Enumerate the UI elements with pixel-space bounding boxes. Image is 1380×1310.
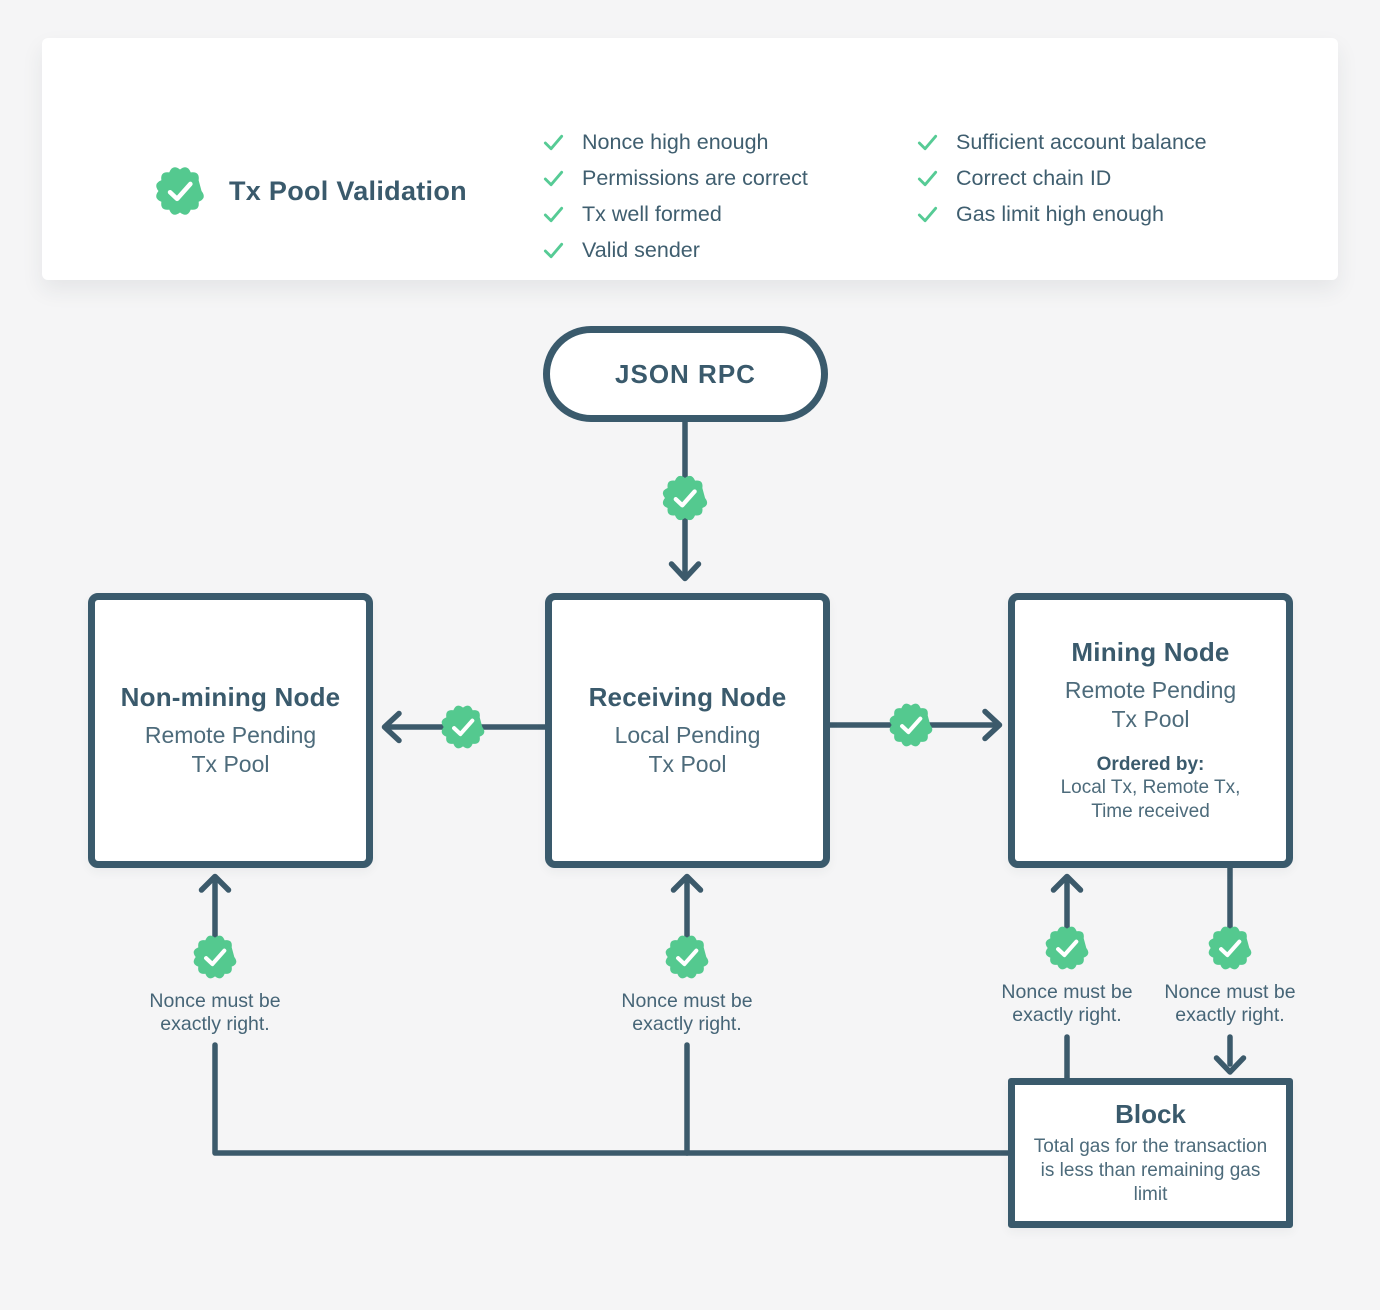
checklist-item: Tx well formed xyxy=(542,196,808,232)
mining-node-subtitle: Remote Pending Tx Pool xyxy=(1065,676,1236,734)
receiving-check-seal-icon xyxy=(661,931,713,983)
block-node-box: Block Total gas for the transaction is l… xyxy=(1008,1078,1293,1228)
checklist-item: Valid sender xyxy=(542,232,808,268)
receiving-node-title: Receiving Node xyxy=(588,682,787,712)
ordered-by-label: Ordered by: xyxy=(1096,754,1205,775)
ordered-by-line: Local Tx, Remote Tx, xyxy=(1060,777,1241,798)
checklist-item-label: Valid sender xyxy=(582,237,700,262)
checklist-item-label: Nonce high enough xyxy=(582,129,769,154)
note-line: Nonce must be xyxy=(149,990,281,1012)
receiving-node-box: Receiving Node Local Pending Tx Pool xyxy=(545,593,830,868)
checklist-item: Sufficient account balance xyxy=(916,124,1207,160)
card-header: Tx Pool Validation xyxy=(151,162,467,220)
note-line: Nonce must be xyxy=(1001,981,1133,1003)
checklist-item: Correct chain ID xyxy=(916,160,1207,196)
subtitle-line: Remote Pending xyxy=(144,722,317,748)
subtitle-line: Tx Pool xyxy=(648,751,727,777)
rpc-check-seal-icon xyxy=(658,471,712,525)
block-title: Block xyxy=(1115,1099,1186,1129)
subtitle-line: Local Pending xyxy=(614,722,761,748)
nonce-note-mining-left: Nonce must be exactly right. xyxy=(967,981,1167,1027)
checklist-item: Permissions are correct xyxy=(542,160,808,196)
mining-node-box: Mining Node Remote Pending Tx Pool Order… xyxy=(1008,593,1293,868)
note-line: Nonce must be xyxy=(621,990,753,1012)
left-arrow-check-seal-icon xyxy=(437,701,489,753)
block-body: Total gas for the transaction is less th… xyxy=(1033,1136,1268,1205)
checklist-column-2: Sufficient account balance Correct chain… xyxy=(916,124,1207,232)
note-line: exactly right. xyxy=(1175,1004,1285,1026)
nonce-note-non-mining: Nonce must be exactly right. xyxy=(115,990,315,1036)
non-mining-node-subtitle: Remote Pending Tx Pool xyxy=(145,721,316,779)
checklist-item-label: Gas limit high enough xyxy=(956,201,1164,226)
checklist-item-label: Correct chain ID xyxy=(956,165,1112,190)
non-mining-check-seal-icon xyxy=(189,931,241,983)
right-arrow-check-seal-icon xyxy=(885,699,937,751)
json-rpc-label: JSON RPC xyxy=(615,358,756,389)
checklist-item: Gas limit high enough xyxy=(916,196,1207,232)
note-line: exactly right. xyxy=(632,1013,742,1035)
checklist-item-label: Sufficient account balance xyxy=(956,129,1207,154)
card-title: Tx Pool Validation xyxy=(229,175,467,206)
receiving-node-subtitle: Local Pending Tx Pool xyxy=(615,721,761,779)
non-mining-node-title: Non-mining Node xyxy=(120,682,341,712)
checklist-item-label: Tx well formed xyxy=(582,201,722,226)
mining-node-title: Mining Node xyxy=(1071,637,1230,667)
subtitle-line: Tx Pool xyxy=(1111,706,1190,732)
note-line: Nonce must be xyxy=(1164,981,1296,1003)
non-mining-node-box: Non-mining Node Remote Pending Tx Pool xyxy=(88,593,373,868)
ordered-by-line: Time received xyxy=(1091,801,1210,822)
subtitle-line: Remote Pending xyxy=(1064,677,1237,703)
checklist-item-label: Permissions are correct xyxy=(582,165,808,190)
checklist-column-1: Nonce high enough Permissions are correc… xyxy=(542,124,808,268)
ordered-by-section: Ordered by: Local Tx, Remote Tx, Time re… xyxy=(1061,754,1241,824)
nonce-note-mining-right: Nonce must be exactly right. xyxy=(1130,981,1330,1027)
tx-pool-validation-card: Tx Pool Validation Nonce high enough Per… xyxy=(42,38,1338,280)
seal-check-icon xyxy=(151,162,209,220)
nonce-note-receiving: Nonce must be exactly right. xyxy=(587,990,787,1036)
json-rpc-node: JSON RPC xyxy=(543,326,828,422)
note-line: exactly right. xyxy=(160,1013,270,1035)
subtitle-line: Tx Pool xyxy=(191,751,270,777)
mining-up-check-seal-icon xyxy=(1041,922,1093,974)
checklist-item: Nonce high enough xyxy=(542,124,808,160)
ordered-by-body: Local Tx, Remote Tx, Time received xyxy=(1061,776,1241,824)
mining-down-check-seal-icon xyxy=(1204,922,1256,974)
note-line: exactly right. xyxy=(1012,1004,1122,1026)
